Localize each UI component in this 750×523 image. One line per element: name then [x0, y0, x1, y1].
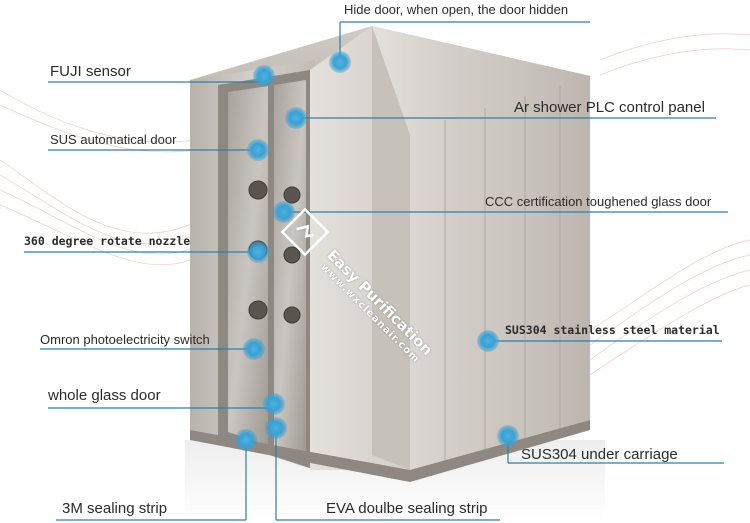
label-under-carriage: SUS304 under carriage: [521, 446, 678, 463]
label-eva-sealing: EVA doulbe sealing strip: [326, 500, 488, 517]
label-ccc-glass-door: CCC certification toughened glass door: [485, 194, 712, 209]
watermark-logo: [280, 207, 330, 257]
label-nozzle: 360 degree rotate nozzle: [24, 234, 191, 248]
label-whole-glass-door: whole glass door: [48, 387, 161, 404]
label-plc-panel: Ar shower PLC control panel: [514, 99, 705, 116]
decorative-ribbons: [0, 33, 750, 376]
label-sus-auto-door: SUS automatical door: [50, 132, 177, 147]
label-3m-sealing: 3M sealing strip: [62, 500, 168, 517]
label-steel-material: SUS304 stainless steel material: [505, 323, 720, 337]
hotspot-under-carriage[interactable]: [497, 425, 519, 447]
hotspot-sus-auto-door[interactable]: [247, 139, 269, 161]
hotspot-nozzle[interactable]: [247, 241, 269, 263]
hotspot-omron-switch[interactable]: [243, 338, 265, 360]
hotspot-ccc-glass-door[interactable]: [273, 201, 295, 223]
hotspot-plc-panel[interactable]: [285, 107, 307, 129]
hotspot-hide-door[interactable]: [329, 51, 351, 73]
hotspot-fuji-sensor[interactable]: [253, 65, 275, 87]
label-hide-door: Hide door, when open, the door hidden: [344, 2, 569, 17]
hotspot-steel-material[interactable]: [477, 330, 499, 352]
hotspot-3m-sealing[interactable]: [235, 429, 257, 451]
label-omron-switch: Omron photoelectricity switch: [40, 332, 210, 347]
hotspot-whole-glass-door[interactable]: [263, 393, 285, 415]
hotspot-eva-sealing[interactable]: [265, 417, 287, 439]
label-fuji-sensor: FUJI sensor: [50, 63, 131, 80]
